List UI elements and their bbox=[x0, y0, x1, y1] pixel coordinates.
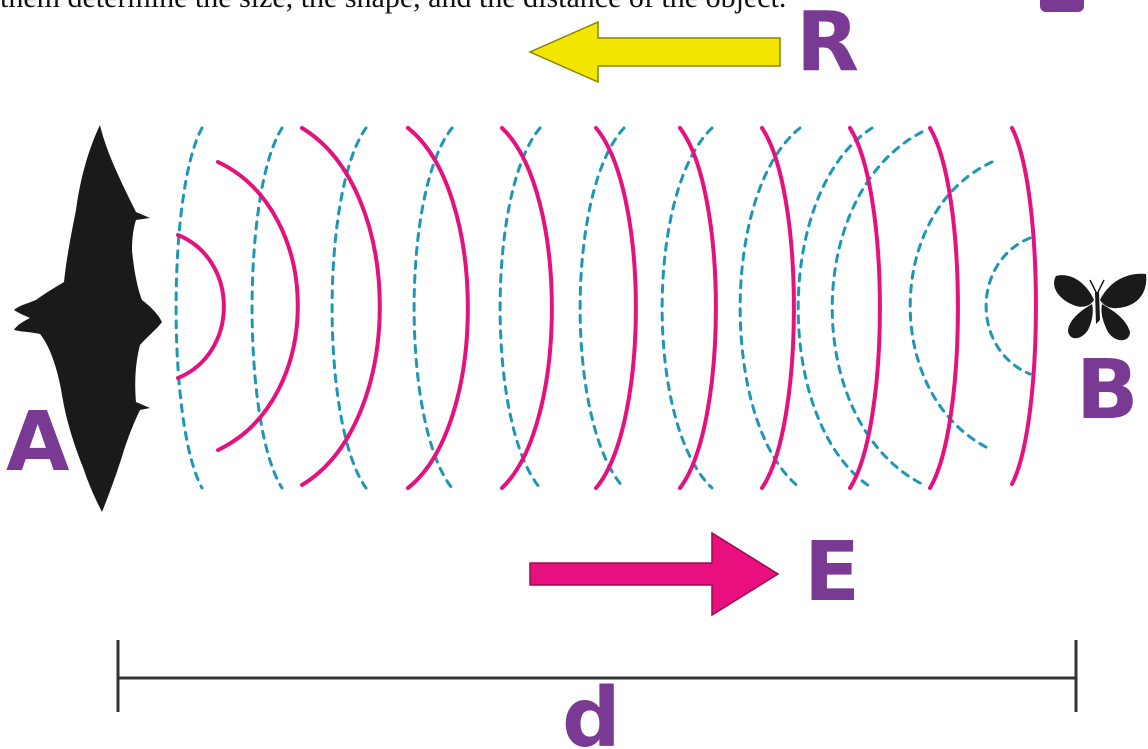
label-reflected: R bbox=[796, 0, 859, 90]
reflected-wavefront bbox=[250, 126, 284, 490]
emitted-wavefront bbox=[928, 126, 960, 490]
emitted-wavefronts bbox=[176, 126, 1038, 490]
reflected-wavefront bbox=[796, 126, 874, 490]
emitted-wavefront bbox=[760, 126, 796, 490]
emitted-wavefront bbox=[848, 126, 882, 490]
reflected-wavefront bbox=[738, 126, 802, 490]
emitted-wavefront bbox=[500, 126, 554, 490]
label-distance: d bbox=[562, 671, 621, 749]
reflected-wavefront bbox=[578, 126, 626, 490]
reflected-wavefront bbox=[660, 126, 714, 490]
reflected-arrow bbox=[528, 20, 781, 84]
bat-icon bbox=[14, 125, 162, 512]
label-source: A bbox=[6, 395, 70, 490]
emitted-wavefront bbox=[406, 126, 470, 490]
reflected-wavefront bbox=[330, 126, 368, 490]
reflected-wavefront bbox=[984, 236, 1032, 376]
emitted-wavefront bbox=[176, 233, 226, 380]
emitted-wavefront bbox=[216, 160, 300, 452]
caption-text: them determine the size, the shape, and … bbox=[0, 0, 786, 16]
emitted-wavefront bbox=[678, 126, 718, 490]
label-emitted: E bbox=[804, 525, 860, 620]
legend-swatch bbox=[1040, 0, 1084, 12]
emitted-arrow bbox=[529, 531, 780, 617]
reflected-wavefront bbox=[908, 160, 994, 452]
emitted-wavefront bbox=[300, 126, 382, 487]
reflected-wavefront bbox=[830, 130, 924, 486]
reflected-wavefront bbox=[174, 126, 204, 490]
distance-scale-bar bbox=[116, 640, 1078, 712]
emitted-wavefront bbox=[594, 126, 638, 490]
butterfly-icon bbox=[1054, 273, 1147, 341]
label-target: B bbox=[1076, 343, 1139, 438]
reflected-wavefront bbox=[498, 126, 542, 490]
emitted-wavefront bbox=[1010, 126, 1038, 486]
reflected-wavefronts bbox=[174, 126, 1032, 490]
